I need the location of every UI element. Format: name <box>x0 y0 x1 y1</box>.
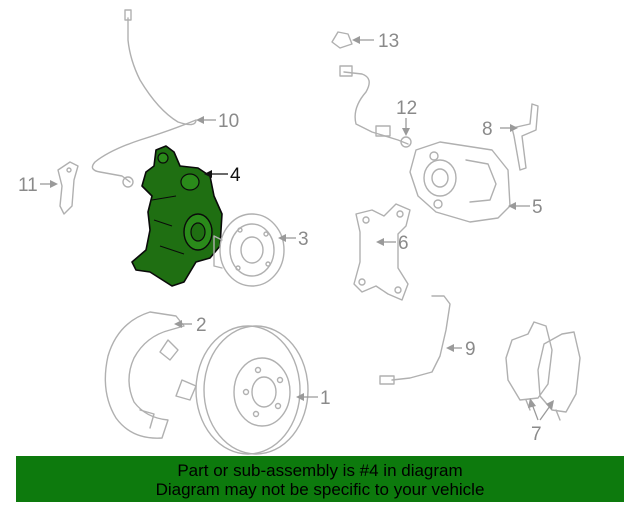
callout-6: 6 <box>398 233 409 254</box>
callout-13: 13 <box>378 31 399 52</box>
callouts: 1 2 3 4 5 6 7 8 9 10 11 12 13 <box>18 31 543 445</box>
leaders <box>40 36 554 421</box>
part-8-spring-clip <box>511 103 539 171</box>
callout-5: 5 <box>532 197 543 218</box>
part-12-brake-hose <box>339 65 412 148</box>
callout-7: 7 <box>531 424 542 445</box>
banner-line-1: Part or sub-assembly is #4 in diagram <box>177 461 463 480</box>
part-1-brake-disc <box>195 325 309 455</box>
callout-3: 3 <box>298 229 309 250</box>
knuckle-shape <box>131 145 223 287</box>
parts-diagram: 1 2 3 4 5 6 7 8 9 10 11 12 13 <box>18 9 581 455</box>
part-3-wheel-hub <box>213 213 285 287</box>
callout-8: 8 <box>482 119 493 140</box>
part-11-bracket <box>57 161 79 215</box>
callout-10: 10 <box>218 111 239 132</box>
part-2-dust-shield <box>104 311 197 439</box>
callout-4: 4 <box>230 165 241 186</box>
callout-9: 9 <box>465 339 476 360</box>
part-13-clip <box>331 31 353 49</box>
banner-line-2: Diagram may not be specific to your vehi… <box>155 480 485 499</box>
part-10-abs-sensor-wire <box>91 9 197 188</box>
callout-1: 1 <box>320 388 331 409</box>
info-banner: Part or sub-assembly is #4 in diagram Di… <box>16 456 624 502</box>
callout-12: 12 <box>396 98 417 119</box>
callout-2: 2 <box>196 315 207 336</box>
part-5-brake-caliper <box>409 141 511 223</box>
part-7-brake-pads <box>505 321 581 421</box>
part-4-steering-knuckle <box>131 145 223 287</box>
part-9-wear-sensor <box>379 295 451 385</box>
callout-11: 11 <box>18 175 38 196</box>
part-6-caliper-carrier <box>353 203 411 301</box>
